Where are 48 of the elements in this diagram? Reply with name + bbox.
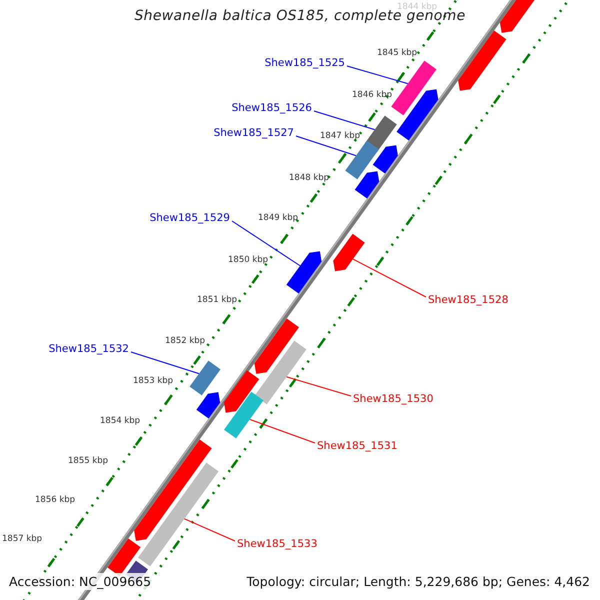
position-label: 1848 kbp xyxy=(289,173,330,183)
leader-line xyxy=(232,220,301,266)
gene-feature xyxy=(354,171,380,198)
leader-line xyxy=(130,352,200,374)
gene-feature xyxy=(196,392,220,418)
leader-line xyxy=(314,110,376,130)
gene-feature xyxy=(396,89,438,140)
gene-feature xyxy=(134,440,212,541)
gene-feature xyxy=(345,140,379,180)
position-label: 1853 kbp xyxy=(133,376,174,386)
position-label: 1856 kbp xyxy=(35,495,76,505)
gene-feature xyxy=(391,60,436,116)
gene-label: Shew185_1529 xyxy=(150,212,230,224)
gene-label: Shew185_1531 xyxy=(317,440,398,452)
position-label: 1852 kbp xyxy=(165,336,206,346)
leader-line xyxy=(249,418,316,444)
footer-text: Accession: NC_009665 xyxy=(7,573,154,590)
leader-line xyxy=(296,136,356,156)
gene-label: Shew185_1530 xyxy=(353,393,434,405)
position-label: 1846 kbp xyxy=(352,90,392,100)
gene-feature xyxy=(224,392,264,438)
gene-feature xyxy=(286,251,322,294)
leader-line xyxy=(346,66,408,84)
gene-label: Shew185_1528 xyxy=(428,294,508,306)
position-label: 1855 kbp xyxy=(68,456,108,466)
position-label: 1857 kbp xyxy=(2,534,42,544)
position-label: 1850 kbp xyxy=(228,255,268,265)
gene-label: Shew185_1526 xyxy=(232,102,312,114)
position-label: 1845 kbp xyxy=(377,48,418,58)
leader-line xyxy=(184,518,236,542)
position-label: 1854 kbp xyxy=(100,416,140,426)
position-label: 1847 kbp xyxy=(320,131,360,141)
gene-feature xyxy=(254,318,299,374)
gene-label: Shew185_1525 xyxy=(264,57,345,69)
leader-line xyxy=(286,376,352,396)
gene-feature xyxy=(224,370,260,413)
gene-feature xyxy=(254,340,306,404)
gene-label: Shew185_1532 xyxy=(48,343,129,355)
position-label: 1851 kbp xyxy=(197,295,238,305)
gene-label: Shew185_1527 xyxy=(214,127,294,139)
gene-feature xyxy=(372,145,398,174)
gene-label: Shew185_1533 xyxy=(237,538,318,550)
gene-feature xyxy=(458,30,506,91)
position-label: 1849 kbp xyxy=(258,213,298,223)
gene-feature xyxy=(333,234,365,272)
gene-feature xyxy=(138,462,219,566)
leader-line xyxy=(352,258,426,298)
gene-feature xyxy=(190,360,220,396)
